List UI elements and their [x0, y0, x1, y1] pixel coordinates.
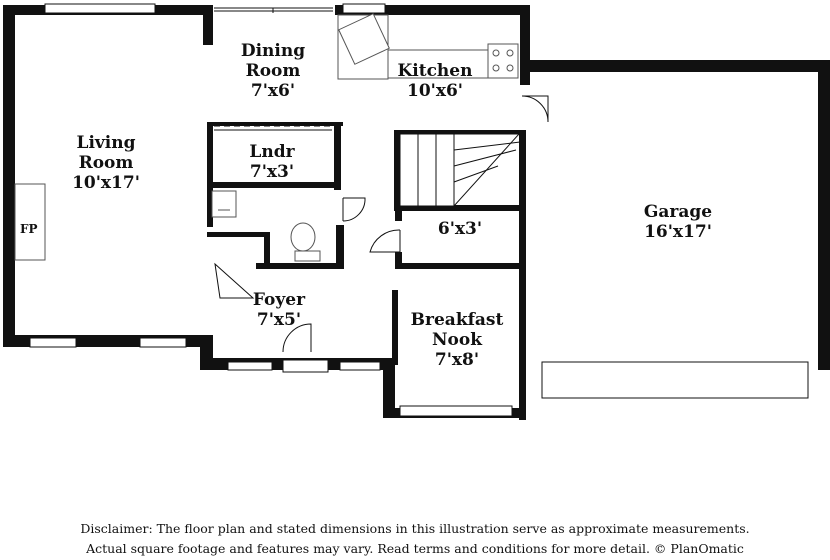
- living-room-dimensions: 10'x17': [72, 173, 140, 193]
- doors: [214, 7, 549, 373]
- living-room-name-line1: Living: [77, 133, 136, 153]
- living-room-name-line2: Room: [79, 153, 134, 173]
- disclaimer-line-1: Disclaimer: The floor plan and stated di…: [80, 521, 750, 536]
- breakfast-nook-dimensions: 7'x8': [435, 350, 479, 370]
- breakfast-nook-name-line2: Nook: [432, 330, 483, 350]
- kitchen-name: Kitchen: [398, 61, 473, 81]
- garage-name: Garage: [644, 202, 712, 222]
- floor-plan: FP Living Room 10'x17' Dining Room 7'x6'…: [3, 3, 830, 420]
- kitchen-fixtures: [337, 13, 519, 80]
- disclaimer: Disclaimer: The floor plan and stated di…: [0, 519, 830, 559]
- garage-dimensions: 16'x17': [644, 222, 712, 242]
- foyer-name: Foyer: [253, 290, 306, 310]
- bath-fixtures: [211, 190, 321, 262]
- fireplace-label: FP: [20, 222, 38, 236]
- dining-room-dimensions: 7'x6': [251, 81, 295, 101]
- dining-room-name-line2: Room: [246, 61, 301, 81]
- stairs: [399, 133, 521, 208]
- closet-dimensions: 6'x3': [438, 219, 482, 239]
- fireplace: [14, 183, 46, 261]
- kitchen-dimensions: 10'x6': [407, 81, 463, 101]
- room-labels: Living Room 10'x17' Dining Room 7'x6' Ki…: [72, 41, 712, 370]
- foyer-dimensions: 7'x5': [257, 310, 301, 330]
- interior-walls: [207, 122, 524, 365]
- dining-room-name-line1: Dining: [241, 41, 305, 61]
- laundry-name: Lndr: [249, 142, 295, 162]
- disclaimer-line-2: Actual square footage and features may v…: [86, 541, 744, 556]
- laundry-dimensions: 7'x3': [250, 162, 294, 182]
- breakfast-nook-name-line1: Breakfast: [411, 310, 504, 330]
- windows: [29, 3, 809, 417]
